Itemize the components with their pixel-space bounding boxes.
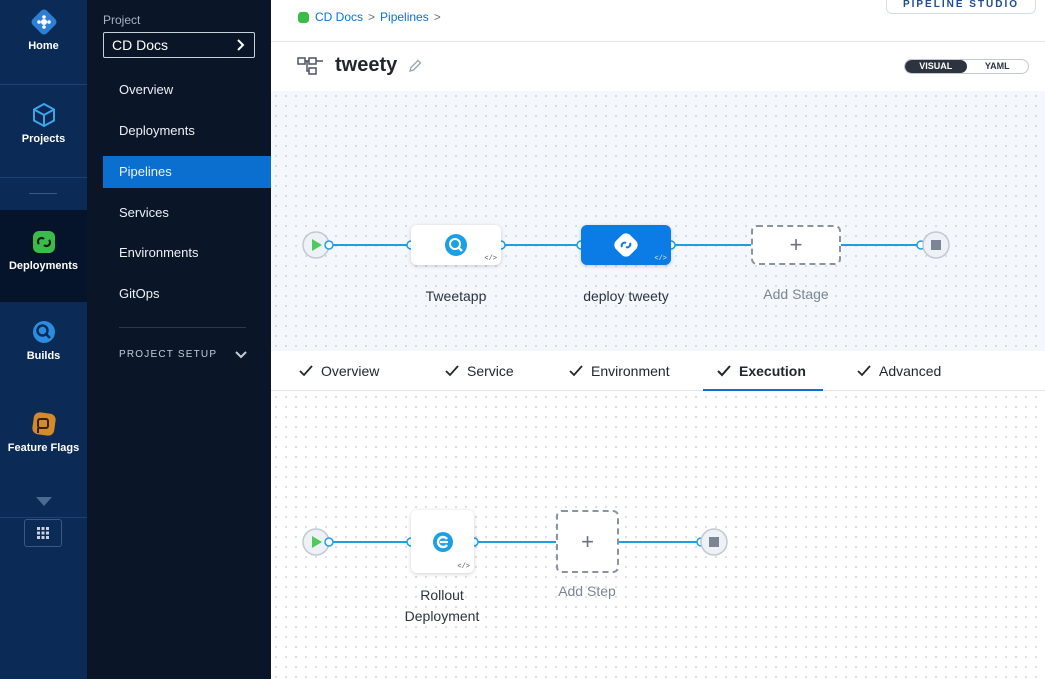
stage-connectors (302, 231, 950, 259)
tab-environment[interactable]: Environment (569, 363, 670, 379)
nav-divider (119, 327, 246, 328)
cd-module-icon (297, 11, 310, 23)
project-setup-toggle[interactable]: PROJECT SETUP (119, 349, 247, 360)
project-nav: Project CD Docs Overview Deployments Pip… (87, 0, 271, 679)
visual-toggle[interactable]: VISUAL (905, 60, 967, 73)
deployments-icon (32, 231, 55, 253)
breadcrumb: CD Docs > Pipelines > (297, 10, 441, 24)
step-node-rollout-deployment[interactable]: </> (411, 510, 474, 573)
rail-expand-icon[interactable] (36, 497, 52, 506)
rail-modules-button[interactable] (24, 519, 62, 547)
step-code-icon: </> (457, 563, 470, 571)
pipeline-icon (297, 56, 323, 75)
breadcrumb-project[interactable]: CD Docs (315, 10, 364, 24)
rail-feature-flags-label: Feature Flags (7, 442, 80, 454)
stage-code-icon: </> (484, 255, 497, 263)
project-label: Project (103, 13, 141, 27)
feature-flags-icon (31, 412, 56, 436)
stage-node-deploy-tweety[interactable]: </> (581, 225, 671, 265)
rail-home-label: Home (28, 40, 59, 52)
tab-advanced-label: Advanced (879, 363, 942, 379)
rollout-icon (432, 531, 453, 552)
tab-service[interactable]: Service (445, 363, 514, 379)
step-label-line-2: Deployment (404, 608, 480, 624)
project-name: CD Docs (112, 37, 169, 53)
plus-icon: + (789, 232, 803, 257)
breadcrumb-separator-icon: > (433, 10, 441, 24)
execution-connectors (302, 528, 728, 556)
tab-execution-label: Execution (739, 363, 806, 379)
project-setup-label: PROJECT SETUP (119, 349, 218, 360)
stage-tabs: Overview Service Environment Execution A… (271, 351, 1045, 391)
project-selector[interactable]: CD Docs (103, 32, 255, 58)
yaml-toggle[interactable]: YAML (984, 61, 1010, 71)
tab-overview[interactable]: Overview (299, 363, 379, 379)
stage-label-tweetapp: Tweetapp (425, 288, 487, 304)
left-rail: Home Projects Deployments Builds Feature (0, 0, 87, 679)
stage-node-tweetapp[interactable]: </> (411, 225, 501, 265)
active-tab-indicator (703, 389, 823, 391)
check-icon (857, 365, 871, 377)
view-toggle: VISUAL YAML (904, 59, 1029, 74)
nav-item-services[interactable]: Services (119, 205, 169, 220)
nav-item-deployments[interactable]: Deployments (119, 123, 195, 138)
add-step-label: Add Step (558, 583, 616, 599)
rail-divider (0, 517, 87, 518)
rail-deployments-label: Deployments (8, 260, 79, 272)
stage-code-icon: </> (654, 255, 667, 263)
rail-home[interactable]: Home (0, 8, 87, 70)
rail-divider (0, 84, 87, 85)
add-stage-button[interactable]: + (751, 225, 841, 265)
step-label-line-1: Rollout (420, 587, 464, 603)
tab-execution[interactable]: Execution (717, 363, 806, 379)
deploy-stage-icon (614, 233, 638, 257)
rail-builds[interactable]: Builds (0, 318, 87, 378)
tab-service-label: Service (467, 363, 514, 379)
pipeline-title-row: tweety (297, 54, 423, 77)
rail-feature-flags[interactable]: Feature Flags (0, 410, 87, 470)
stage-canvas[interactable]: </> Tweetapp </> deploy tweety + Add Sta… (271, 91, 1045, 351)
grid-icon (37, 527, 49, 539)
breadcrumb-pipelines[interactable]: Pipelines (380, 10, 429, 24)
nav-item-environments[interactable]: Environments (119, 245, 199, 260)
check-icon (569, 365, 583, 377)
tab-advanced[interactable]: Advanced (857, 363, 941, 379)
pipeline-studio-badge: PIPELINE STUDIO (886, 0, 1036, 14)
edit-pencil-icon[interactable] (407, 58, 423, 74)
projects-icon (32, 102, 55, 128)
breadcrumb-separator-icon: > (368, 10, 376, 24)
rail-projects[interactable]: Projects (0, 101, 87, 161)
execution-canvas[interactable]: </> Rollout Deployment + Add Step (271, 392, 1045, 679)
add-stage-label: Add Stage (763, 286, 829, 302)
rail-separator (29, 193, 57, 194)
rail-divider (0, 177, 87, 178)
home-icon (31, 9, 56, 35)
add-step-button[interactable]: + (556, 510, 619, 573)
build-stage-icon (445, 234, 467, 256)
check-icon (445, 365, 459, 377)
chevron-down-icon (235, 350, 247, 358)
rail-builds-label: Builds (26, 350, 61, 362)
header-divider (271, 41, 1045, 42)
nav-item-overview[interactable]: Overview (119, 82, 174, 97)
rail-deployments[interactable]: Deployments (0, 210, 87, 302)
tab-overview-label: Overview (321, 363, 380, 379)
pipeline-studio: CD Docs > Pipelines > PIPELINE STUDIO tw… (271, 0, 1045, 679)
check-icon (717, 365, 731, 377)
nav-item-pipelines[interactable]: Pipelines (103, 156, 271, 188)
stage-label-deploy-tweety: deploy tweety (583, 288, 669, 304)
nav-item-gitops[interactable]: GitOps (119, 286, 160, 301)
builds-icon (32, 321, 55, 343)
check-icon (299, 365, 313, 377)
plus-icon: + (581, 528, 594, 554)
tab-environment-label: Environment (591, 363, 670, 379)
rail-projects-label: Projects (21, 133, 66, 145)
chevron-right-icon (237, 39, 245, 51)
pipeline-title: tweety (335, 54, 398, 76)
step-label-rollout-deployment: Rollout Deployment (381, 585, 503, 627)
